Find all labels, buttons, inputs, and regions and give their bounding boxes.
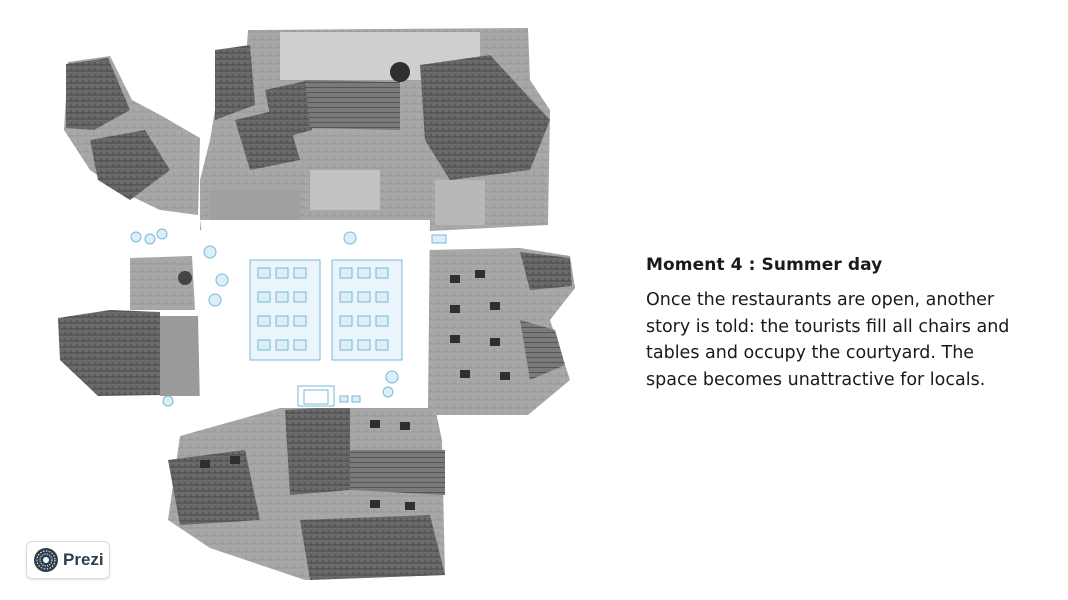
restaurant-tables: [130, 228, 447, 407]
west-buildings: [58, 256, 200, 396]
moment-line: space becomes unattractive for locals.: [646, 369, 986, 390]
moment-line: story is told: the tourists fill all cha…: [646, 316, 1010, 337]
east-buildings: [425, 248, 575, 415]
south-buildings: [168, 404, 445, 580]
moment-description: Once the restaurants are open, another s…: [646, 287, 1046, 393]
prezi-logo-icon: [34, 548, 58, 572]
moment-title: Moment 4 : Summer day: [646, 255, 883, 275]
prezi-badge[interactable]: Prezi: [26, 541, 110, 579]
northwest-building: [64, 56, 200, 215]
moment-text: Moment 4 : Summer day Once the restauran…: [646, 255, 1046, 393]
courtyard-aerial-plan: [58, 28, 575, 580]
moment-line: tables and occupy the courtyard. The: [646, 343, 975, 363]
north-buildings: [200, 28, 550, 232]
prezi-label: Prezi: [63, 550, 104, 569]
moment-line: Once the restaurants are open, another: [646, 290, 995, 310]
